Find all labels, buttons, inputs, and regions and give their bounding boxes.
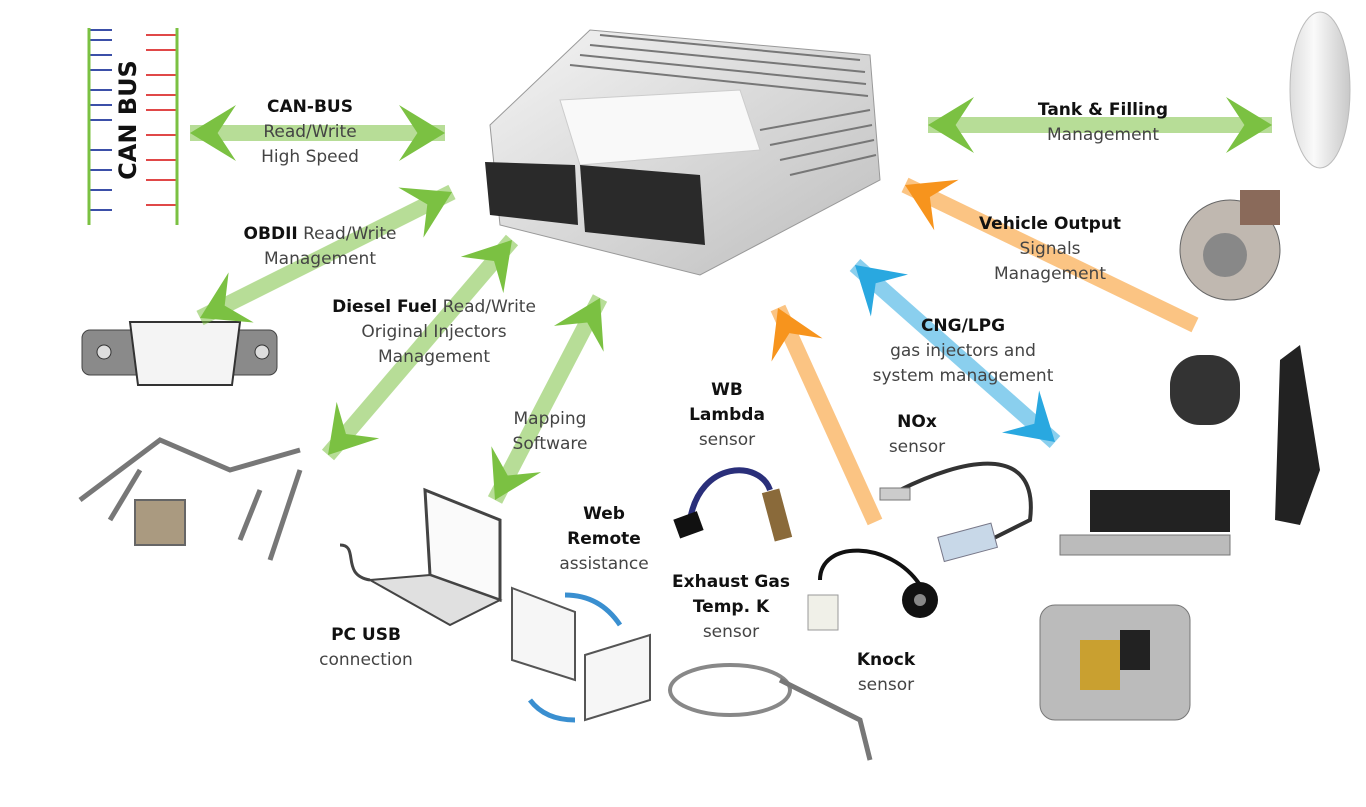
thermocouple-image [668, 663, 873, 761]
label-canbus: CAN-BUS Read/Write High Speed [261, 97, 359, 167]
maf-sensor-image [1170, 355, 1240, 425]
gas-tank-image [1289, 11, 1351, 169]
label-web-remote: Web Remote assistance [559, 504, 649, 574]
canbus-arrow-head [399, 105, 445, 161]
cng-injector-rail-image [1059, 490, 1231, 556]
laptop-image [339, 487, 503, 627]
vehicle-output-arrow-shaft [901, 177, 1199, 333]
diesel-arrow-shaft [321, 234, 519, 461]
label-tank: Tank & Filling Management [1037, 100, 1169, 145]
turbo-image [1179, 190, 1281, 301]
throttle-pedal-image [1275, 345, 1320, 525]
obdii-arrow-tail-head [200, 272, 254, 323]
label-mapping: Mapping Software [512, 409, 588, 454]
nox-sensor-image [879, 461, 1033, 563]
mapping-arrow-shaft [487, 294, 608, 504]
lambda-sensor-image [673, 467, 793, 542]
label-wb-lambda: WB Lambda sensor [689, 380, 765, 450]
cng-lpg-arrow-tail-head [855, 265, 909, 317]
cng-lpg-arrow-head [1001, 390, 1055, 442]
label-pc-usb: PC USB connection [319, 625, 413, 670]
sensors-arrow-shaft [770, 304, 883, 526]
label-exhaust-gas: Exhaust Gas Temp. K sensor [672, 572, 790, 642]
diesel-arrow-head [460, 240, 512, 294]
canbus-arrow-tail-head [190, 105, 236, 161]
mapping-arrow-head [553, 298, 604, 352]
label-obdii: OBDII Read/Write Management [243, 224, 397, 269]
gas-reducer-image [1039, 604, 1191, 721]
mapping-arrow-tail-head [491, 446, 542, 500]
obdii-arrow-shaft [196, 184, 456, 326]
knock-sensor-image [807, 548, 938, 631]
tank-arrow-head [1226, 97, 1272, 153]
label-knock: Knock sensor [856, 650, 916, 695]
diesel-injectors-image [78, 437, 303, 561]
remote-monitors-image [511, 586, 651, 723]
label-cng-lpg: CNG/LPG gas injectors and system managem… [872, 316, 1054, 386]
ecu-unit-image [485, 29, 881, 276]
canbus-image [87, 28, 179, 228]
sensors-arrow-head [771, 308, 823, 362]
label-diesel: Diesel Fuel Read/Write Original Injector… [332, 297, 536, 367]
label-nox: NOx sensor [888, 412, 946, 457]
cng-lpg-arrow-shaft [849, 259, 1061, 448]
vehicle-output-arrow-head [905, 179, 959, 231]
diesel-arrow-tail-head [328, 401, 380, 455]
obd-connector-image [81, 321, 278, 386]
label-vehicle-output: Vehicle Output Signals Management [978, 214, 1122, 284]
obdii-arrow-head [398, 187, 452, 238]
tank-arrow-tail-head [928, 97, 974, 153]
canbus-image-text: CAN BUS [114, 60, 142, 180]
